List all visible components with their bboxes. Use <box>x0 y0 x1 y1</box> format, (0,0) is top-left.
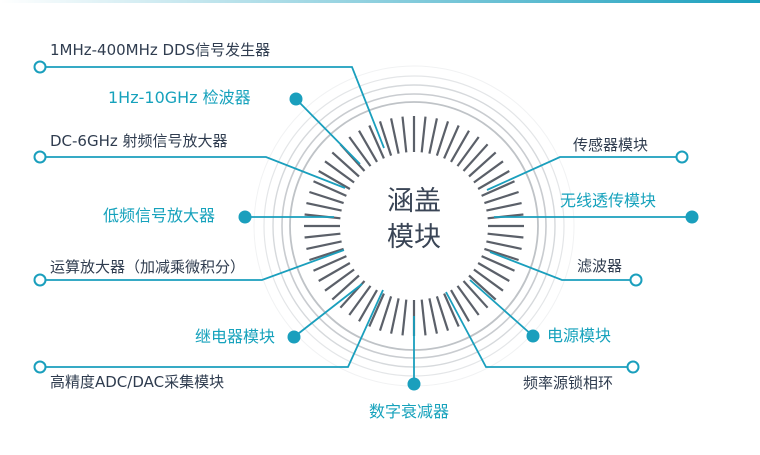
tick <box>401 116 408 153</box>
tick <box>378 296 393 331</box>
tick <box>487 232 524 239</box>
tick <box>318 262 351 282</box>
tick <box>309 190 344 205</box>
tick <box>435 121 450 156</box>
tick <box>435 296 450 331</box>
tick <box>324 160 355 184</box>
tick <box>462 143 489 172</box>
leader-detector <box>295 98 361 165</box>
tick <box>481 255 515 272</box>
label-lf-amplifier: 低频信号放大器 <box>103 206 216 225</box>
tick <box>358 289 378 322</box>
tick <box>456 285 480 316</box>
tick <box>484 247 519 262</box>
node-rf-amp <box>33 150 47 164</box>
leader-rf-amp <box>40 156 346 189</box>
leader-nodes <box>33 60 699 391</box>
node-relay <box>287 330 301 344</box>
tick <box>428 298 438 334</box>
tick <box>481 180 515 197</box>
node-attenuator <box>407 377 421 391</box>
center-title-line2: 模块 <box>387 222 441 253</box>
tick <box>348 285 372 316</box>
label-detector: 1Hz-10GHz 检波器 <box>108 88 251 107</box>
tick <box>420 116 427 153</box>
label-sensor: 传感器模块 <box>573 136 649 154</box>
label-attenuator: 数字衰减器 <box>369 402 450 421</box>
node-opamp <box>33 273 47 287</box>
node-dds <box>33 60 47 74</box>
node-lf-amp <box>238 210 252 224</box>
tick <box>401 299 408 336</box>
node-adc-dac <box>33 360 47 374</box>
tick <box>473 160 504 184</box>
label-pll: 频率源锁相环 <box>523 374 614 392</box>
node-power <box>526 329 540 343</box>
leader-filter <box>489 251 636 281</box>
tick <box>331 274 360 301</box>
tick <box>348 136 372 167</box>
label-power: 电源模块 <box>547 326 612 345</box>
tick <box>486 240 522 250</box>
node-sensor <box>675 150 689 164</box>
leader-power <box>469 279 534 337</box>
top-accent-line <box>0 0 760 3</box>
tick <box>368 125 385 159</box>
tick <box>486 202 522 212</box>
node-pll <box>626 360 640 374</box>
tick <box>443 125 460 159</box>
leader-lines <box>40 66 692 384</box>
tick <box>358 130 378 163</box>
tick <box>304 232 341 239</box>
leader-pll <box>445 291 633 368</box>
tick <box>306 202 342 212</box>
tick <box>462 280 489 309</box>
leader-relay <box>293 283 363 338</box>
tick <box>450 289 470 322</box>
label-wireless: 无线透传模块 <box>560 191 657 210</box>
tick <box>306 240 342 250</box>
label-relay: 继电器模块 <box>195 327 276 346</box>
leader-dds <box>40 66 385 149</box>
node-wireless <box>685 210 699 224</box>
tick <box>484 190 519 205</box>
tick <box>313 180 347 197</box>
tick <box>420 299 427 336</box>
tick <box>473 268 504 292</box>
label-opamp: 运算放大器（加减乘微积分） <box>50 258 246 276</box>
tick <box>456 136 480 167</box>
label-rf-amplifier: DC-6GHz 射频信号放大器 <box>50 132 228 150</box>
tick <box>443 293 460 327</box>
tick <box>468 151 497 178</box>
label-adc-dac: 高精度ADC/DAC采集模块 <box>50 373 225 391</box>
tick <box>324 268 355 292</box>
leader-sensor <box>486 156 682 191</box>
label-filter: 滤波器 <box>577 257 623 275</box>
tick <box>390 118 400 154</box>
tick <box>477 170 510 190</box>
tick <box>313 255 347 272</box>
tick <box>468 274 497 301</box>
tick <box>309 247 344 262</box>
tick <box>390 298 400 334</box>
label-dds-generator: 1MHz-400MHz DDS信号发生器 <box>50 41 271 59</box>
tick <box>450 130 470 163</box>
tick <box>477 262 510 282</box>
tick <box>331 151 360 178</box>
leader-adc-dac <box>40 289 384 368</box>
tick <box>428 118 438 154</box>
node-filter <box>629 273 643 287</box>
node-detector <box>289 92 303 106</box>
tick <box>368 293 385 327</box>
leader-opamp <box>40 249 345 281</box>
tick <box>378 121 393 156</box>
tick <box>318 170 351 190</box>
center-title-line1: 涵盖 <box>387 186 441 217</box>
